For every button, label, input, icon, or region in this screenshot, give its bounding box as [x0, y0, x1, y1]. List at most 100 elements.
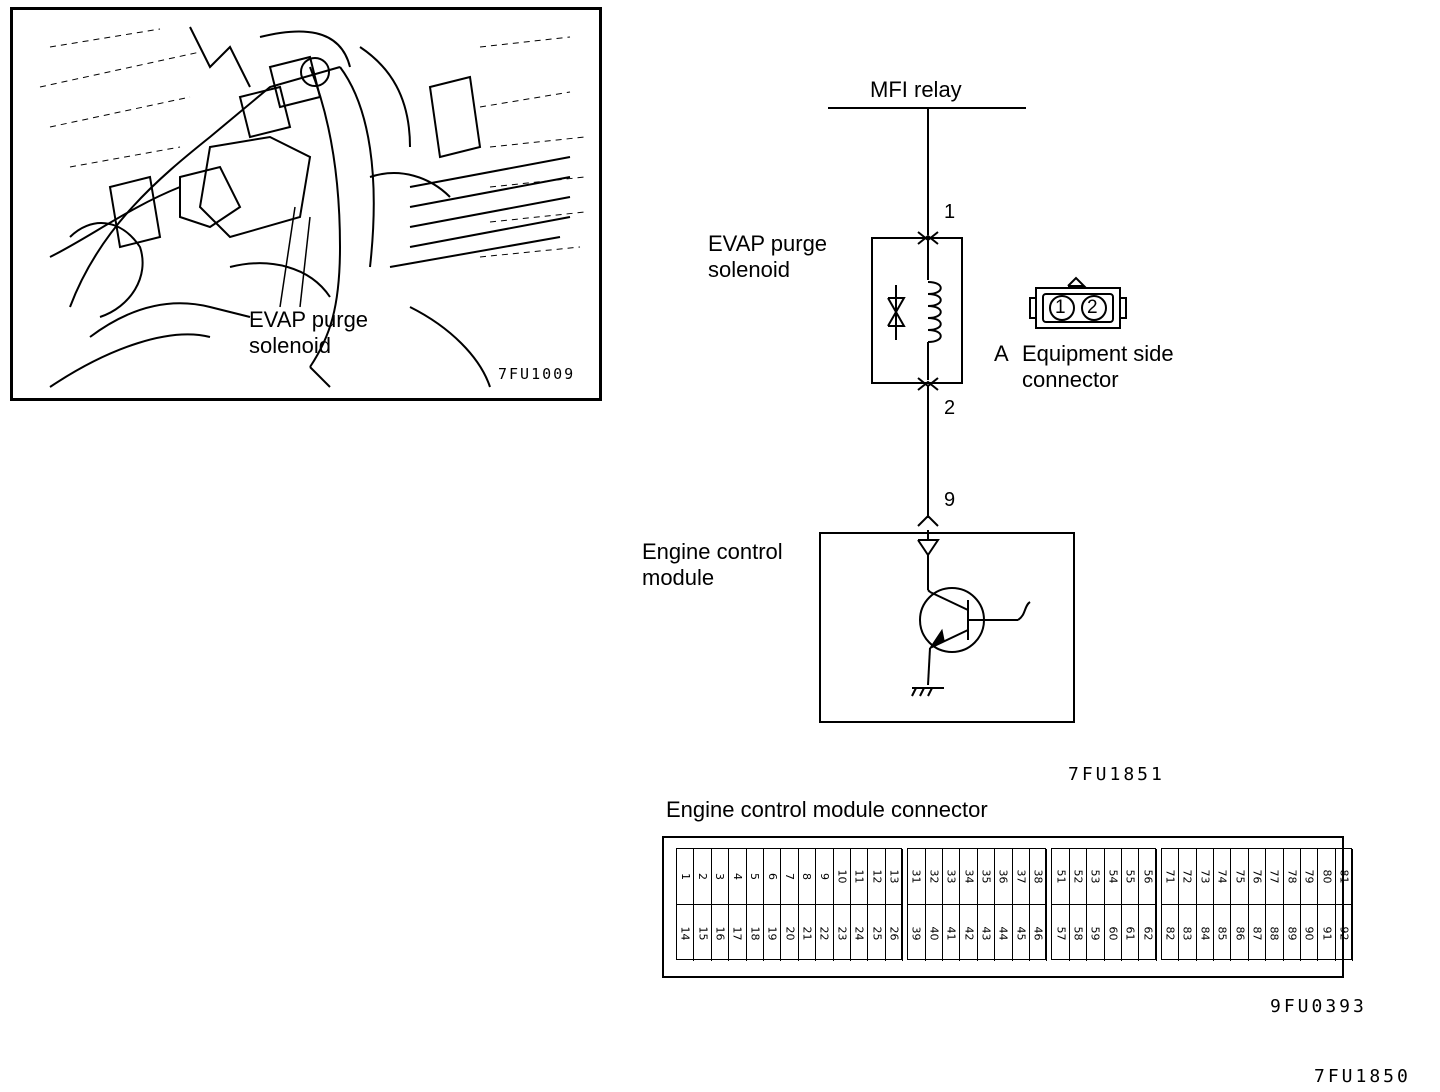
connector-pin-number: 88 — [1267, 926, 1281, 940]
connector-pin: 13 — [885, 849, 904, 905]
connector-pin-number: 25 — [870, 926, 884, 940]
connector-pin: 10 — [833, 849, 851, 905]
connector-pin-number: 8 — [800, 873, 814, 880]
connector-pin: 88 — [1266, 905, 1284, 961]
connector-pin: 84 — [1197, 905, 1214, 961]
connector-pin-number: 35 — [979, 869, 993, 884]
connector-pin-number: 13 — [887, 869, 901, 884]
connector-pin-number: 71 — [1163, 869, 1177, 884]
connector-pin: 11 — [851, 849, 869, 905]
connector-pin: 78 — [1283, 849, 1301, 905]
connector-pin: 76 — [1248, 849, 1267, 905]
connector-pin: 81 — [1335, 849, 1354, 905]
connector-pin-number: 24 — [852, 926, 866, 940]
schematic-figure-code: 7FU1851 — [1068, 764, 1165, 785]
connector-caption-line1: Equipment side — [1022, 341, 1174, 366]
connector-pin: 8 — [798, 849, 817, 905]
connector-pin-number: 11 — [852, 869, 866, 884]
connector-pin: 87 — [1249, 905, 1267, 961]
connector-pin: 4 — [729, 849, 747, 905]
connector-pin-number: 72 — [1180, 869, 1194, 884]
connector-pin-number: 45 — [1014, 926, 1028, 940]
connector-pin: 14 — [677, 905, 695, 961]
connector-pin: 42 — [960, 905, 978, 961]
connector-pin: 21 — [799, 905, 817, 961]
connector-pin-number: 23 — [835, 926, 849, 940]
connector-pin: 73 — [1196, 849, 1214, 905]
connector-pin-number: 61 — [1123, 926, 1137, 940]
ecm-label-line1: Engine control — [642, 539, 783, 564]
connector-pin-number: 60 — [1106, 926, 1120, 940]
connector-pin-number: 16 — [713, 926, 727, 940]
connector-pin-number: 90 — [1302, 926, 1316, 940]
connector-pin-number: 54 — [1106, 869, 1120, 884]
connector-pin: 57 — [1052, 905, 1070, 961]
connector-pin-number: 53 — [1088, 869, 1102, 884]
connector-pin-number: 82 — [1163, 926, 1177, 940]
connector-figure-code: 9FU0393 — [1270, 996, 1367, 1017]
connector-pin: 71 — [1161, 849, 1180, 905]
connector-pin-number: 33 — [944, 869, 958, 884]
connector-pin-number: 81 — [1337, 869, 1351, 884]
connector-pin-number: 92 — [1337, 926, 1351, 940]
connector-pin: 26 — [886, 905, 904, 961]
connector-pin: 74 — [1213, 849, 1232, 905]
connector-pin: 35 — [977, 849, 996, 905]
connector-pin-number: 41 — [944, 926, 958, 940]
connector-pin-number: 79 — [1302, 869, 1316, 884]
connector-pin: 90 — [1301, 905, 1319, 961]
connector-pin-number: 37 — [1014, 869, 1028, 884]
connector-pin-number: 26 — [887, 926, 901, 940]
connector-pin: 6 — [764, 849, 782, 905]
page-figure-code: 7FU1850 — [1314, 1066, 1411, 1087]
connector-pin-number: 84 — [1198, 926, 1212, 940]
connector-pin: 40 — [926, 905, 943, 961]
connector-pin: 2 — [694, 849, 712, 905]
ecm-label-line2: module — [642, 565, 715, 590]
connector-pin-number: 36 — [996, 869, 1010, 884]
photo-callout-line2: solenoid — [249, 333, 331, 358]
engine-bay-drawing — [10, 7, 602, 401]
connector-pin: 1 — [677, 849, 695, 905]
connector-pin: 56 — [1139, 849, 1157, 905]
connector-pin: 44 — [995, 905, 1013, 961]
connector-pin-number: 39 — [909, 926, 923, 940]
connector-pin-number: 32 — [927, 869, 941, 884]
connector-pin-number: 55 — [1123, 869, 1137, 884]
connector-pin-number: 85 — [1215, 926, 1229, 940]
connector-pin-number: 20 — [783, 926, 797, 940]
connector-pin-number: 18 — [748, 926, 762, 940]
connector-pin: 41 — [943, 905, 961, 961]
connector-pin-number: 4 — [730, 873, 744, 880]
connector-pin: 39 — [908, 905, 926, 961]
connector-pin-number: 44 — [996, 926, 1010, 940]
connector-pin: 62 — [1139, 905, 1157, 961]
connector-pin: 3 — [711, 849, 730, 905]
connector-pin: 54 — [1104, 849, 1122, 905]
connector-pin-number: 34 — [962, 869, 976, 884]
connector-pin: 79 — [1300, 849, 1319, 905]
connector-pin-number: 73 — [1198, 869, 1212, 884]
connector-pin: 19 — [764, 905, 782, 961]
connector-pin: 92 — [1336, 905, 1354, 961]
connector-pin-number: 21 — [800, 926, 814, 940]
connector-pin: 52 — [1069, 849, 1088, 905]
connector-pin: 77 — [1266, 849, 1284, 905]
solenoid-label-line1: EVAP purge — [708, 231, 828, 256]
connector-pin: 80 — [1318, 849, 1336, 905]
connector-pin-number: 22 — [817, 926, 831, 940]
connector-pin-number: 46 — [1031, 926, 1045, 940]
connector-pin-number: 6 — [765, 873, 779, 880]
connector-pin-number: 76 — [1250, 869, 1264, 884]
connector-pin: 85 — [1214, 905, 1232, 961]
connector-pin-number: 7 — [783, 873, 797, 880]
connector-pin-2: 2 — [1087, 297, 1098, 318]
connector-pin: 59 — [1087, 905, 1105, 961]
connector-pin: 24 — [851, 905, 869, 961]
engine-bay-illustration: EVAP purge solenoid 7FU1009 — [10, 7, 602, 401]
connector-pin-number: 38 — [1031, 869, 1045, 884]
